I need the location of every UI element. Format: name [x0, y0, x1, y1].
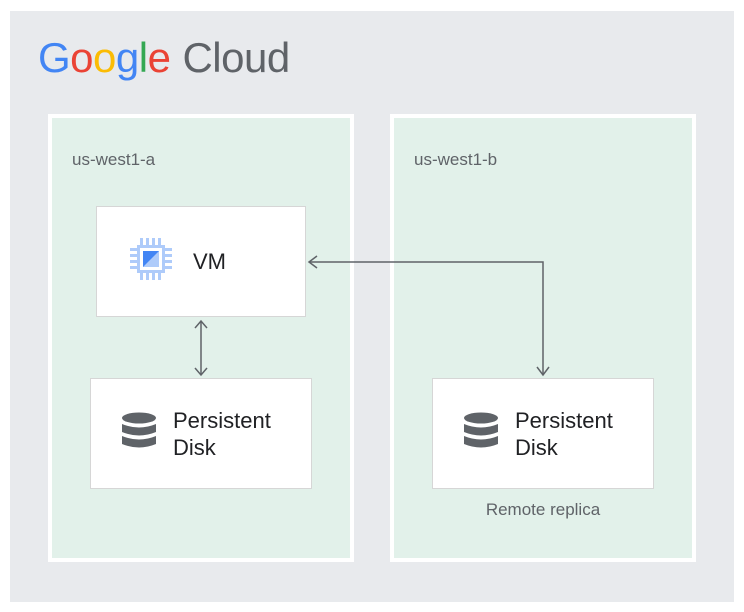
logo-letter-l: l	[138, 34, 148, 81]
logo-letter-g: G	[38, 34, 71, 81]
arrowhead-left	[307, 255, 318, 269]
disk-label-a-line2: Disk	[173, 434, 216, 460]
disk-label-b-line2: Disk	[515, 434, 558, 460]
compute-chip-icon	[129, 237, 173, 286]
disk-label-a-line1: Persistent	[173, 407, 271, 433]
persistent-disk-card-b[interactable]: Persistent Disk	[432, 378, 654, 489]
google-wordmark: Google	[38, 34, 171, 82]
disk-label-a: Persistent Disk	[173, 407, 271, 461]
replication-link	[310, 261, 544, 374]
cloud-wordmark: Cloud	[182, 34, 290, 81]
logo-letter-o1: o	[70, 34, 94, 81]
remote-replica-caption: Remote replica	[485, 500, 601, 519]
arrowhead-up	[194, 319, 208, 329]
logo-letter-e: e	[147, 34, 171, 81]
database-icon	[121, 412, 157, 455]
arrowhead-down	[194, 367, 208, 377]
google-cloud-logo: Google Cloud	[38, 34, 290, 84]
disk-label-b: Persistent Disk	[515, 407, 613, 461]
zone-label-a: us-west1-a	[72, 150, 156, 169]
persistent-disk-card-a[interactable]: Persistent Disk	[90, 378, 312, 489]
zone-label-b: us-west1-b	[414, 150, 498, 169]
logo-letter-o2: o	[93, 34, 116, 81]
database-icon	[463, 412, 499, 455]
vm-card[interactable]: VM	[96, 206, 306, 317]
logo-letter-g2: g	[115, 34, 139, 81]
vm-label: VM	[193, 249, 226, 274]
arrowhead-down-b	[536, 366, 550, 377]
disk-label-b-line1: Persistent	[515, 407, 613, 433]
